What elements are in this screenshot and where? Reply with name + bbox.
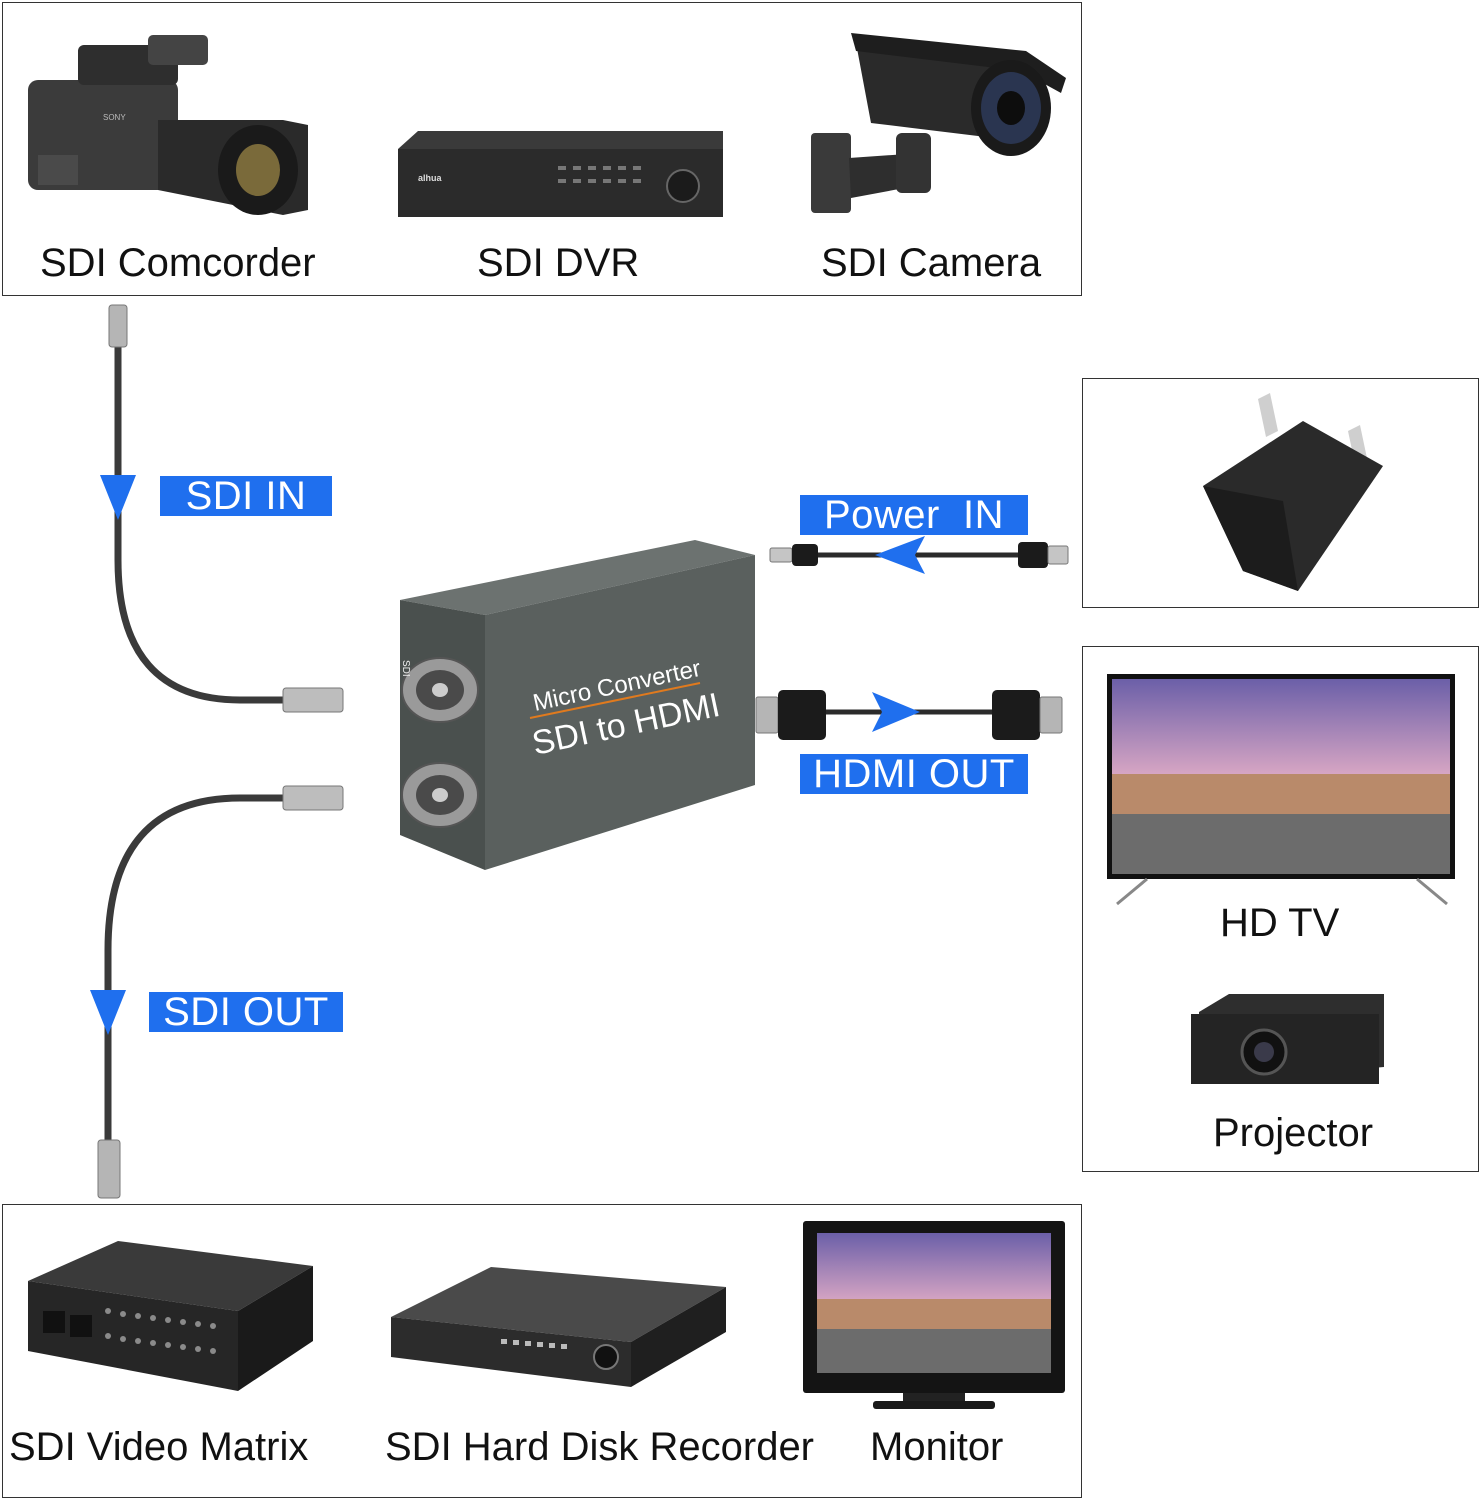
sdi-out-port bbox=[401, 762, 479, 828]
security-camera-image bbox=[811, 33, 1066, 213]
camcorder-label: SDI Comcorder bbox=[40, 241, 316, 285]
dvr-label: SDI DVR bbox=[477, 241, 640, 285]
power-in-tag: Power IN bbox=[800, 495, 1028, 535]
video-matrix-label: SDI Video Matrix bbox=[9, 1425, 309, 1469]
monitor-label: Monitor bbox=[870, 1425, 1004, 1469]
hard-disk-recorder-image bbox=[391, 1267, 726, 1387]
hdmi-out-tag: HDMI OUT bbox=[800, 754, 1028, 794]
camcorder-image: SONY bbox=[28, 35, 308, 215]
projector-label: Projector bbox=[1213, 1111, 1374, 1155]
power-arrow-icon bbox=[875, 536, 925, 574]
sdi-in-arrow-icon bbox=[100, 475, 136, 520]
sdi-out-cable bbox=[104, 794, 285, 1150]
hd-tv-image bbox=[1107, 674, 1455, 906]
sdi-out-tag: SDI OUT bbox=[149, 992, 343, 1032]
monitor-image bbox=[803, 1221, 1065, 1409]
camera-label: SDI Camera bbox=[821, 241, 1042, 285]
sources-frame: SONY SDI Comcorder alhua SDI DVR SDI Cam… bbox=[2, 2, 1082, 296]
video-matrix-image bbox=[28, 1241, 313, 1391]
power-adapter-image bbox=[1203, 393, 1383, 591]
converter-box: Micro Converter SDI to HDMI SDI bbox=[400, 540, 755, 870]
sdi-in-port bbox=[401, 657, 479, 723]
dvr-brand-logo: alhua bbox=[418, 173, 443, 183]
sdi-out-arrow-icon bbox=[90, 990, 126, 1035]
svg-text:SONY: SONY bbox=[103, 113, 126, 122]
hdmi-arrow-icon bbox=[872, 692, 920, 732]
destinations-frame: SDI Video Matrix SDI Hard Disk Recorder … bbox=[2, 1204, 1082, 1498]
hd-tv-label: HD TV bbox=[1220, 901, 1340, 945]
sdi-in-cable bbox=[114, 340, 285, 704]
displays-frame: HD TV Projector bbox=[1082, 646, 1479, 1172]
sdi-in-tag: SDI IN bbox=[160, 476, 332, 516]
sdi-port-label: SDI bbox=[400, 660, 411, 677]
hard-disk-recorder-label: SDI Hard Disk Recorder bbox=[385, 1425, 815, 1469]
dvr-image: alhua bbox=[398, 131, 723, 217]
power-adapter-frame bbox=[1082, 378, 1479, 608]
projector-image bbox=[1191, 994, 1384, 1084]
